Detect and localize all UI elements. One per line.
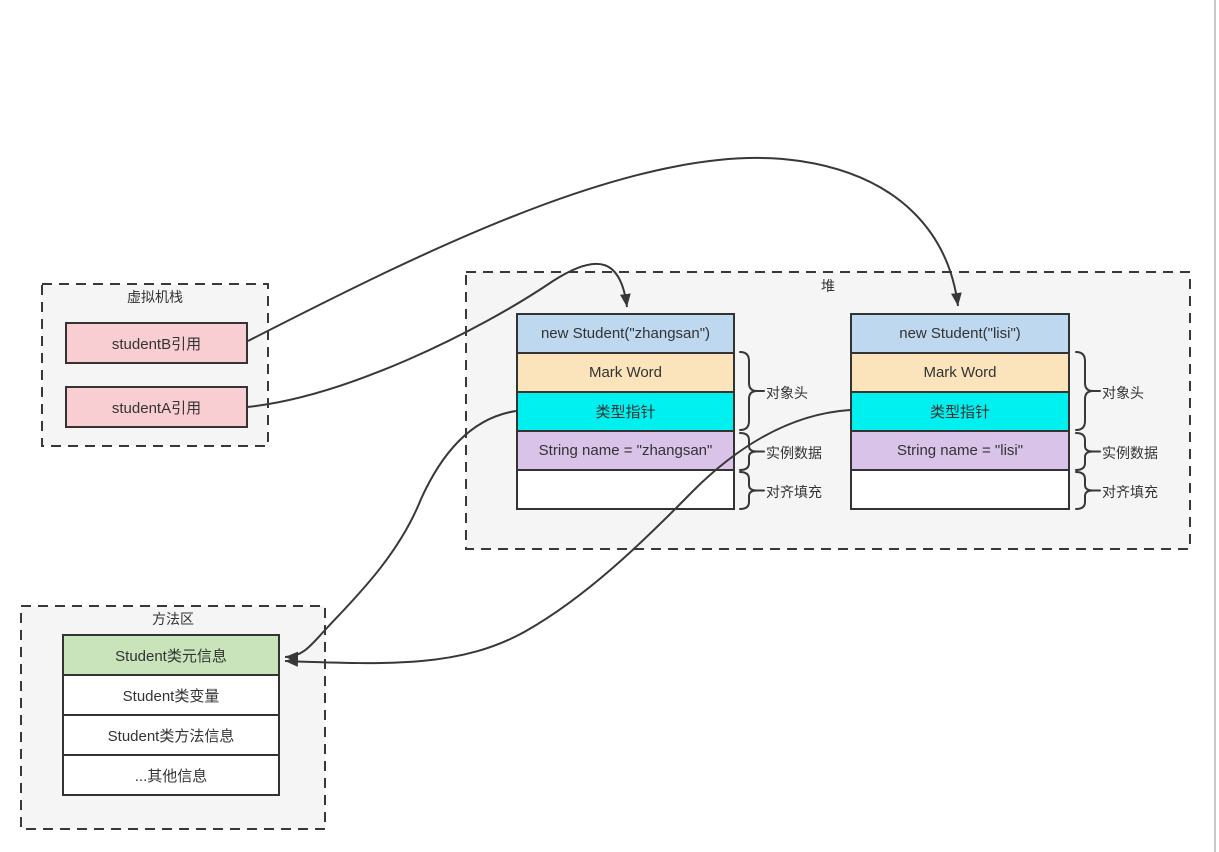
class-pointer-row: 类型指针 [852,391,1068,430]
class-meta-row: Student类元信息 [64,636,278,674]
object-header-label: 对象头 [766,385,808,401]
heap-title: 堆 [821,278,835,294]
class-pointer-row: 类型指针 [518,391,733,430]
mark-word-row: Mark Word [518,352,733,391]
vm-stack-title: 虚拟机栈 [127,289,183,305]
instance-data-label: 实例数据 [766,445,822,461]
object-title-row: new Student("lisi") [852,315,1068,352]
align-padding-brace [739,471,765,510]
object-header-brace [1075,351,1101,431]
align-padding-label: 对齐填充 [1102,484,1158,500]
class-methods-row: Student类方法信息 [64,714,278,754]
lisi-object: new Student("lisi") Mark Word 类型指针 Strin… [850,313,1070,510]
align-padding-label: 对齐填充 [766,484,822,500]
studentA-reference-box: studentA引用 [65,386,248,428]
instance-data-brace [739,432,765,471]
panel-edge-divider [1214,0,1216,852]
method-area-title: 方法区 [152,611,194,627]
object-header-brace [739,351,765,431]
other-info-row: ...其他信息 [64,754,278,794]
class-vars-row: Student类变量 [64,674,278,714]
studentB-reference-box: studentB引用 [65,322,248,364]
object-header-label: 对象头 [1102,385,1144,401]
mark-word-row: Mark Word [852,352,1068,391]
align-padding-brace [1075,471,1101,510]
padding-row [852,469,1068,508]
instance-data-row: String name = "lisi" [852,430,1068,469]
zhangsan-object: new Student("zhangsan") Mark Word 类型指针 S… [516,313,735,510]
padding-row [518,469,733,508]
instance-data-row: String name = "zhangsan" [518,430,733,469]
instance-data-brace [1075,432,1101,471]
object-title-row: new Student("zhangsan") [518,315,733,352]
method-area-table: Student类元信息 Student类变量 Student类方法信息 ...其… [62,634,280,796]
instance-data-label: 实例数据 [1102,445,1158,461]
